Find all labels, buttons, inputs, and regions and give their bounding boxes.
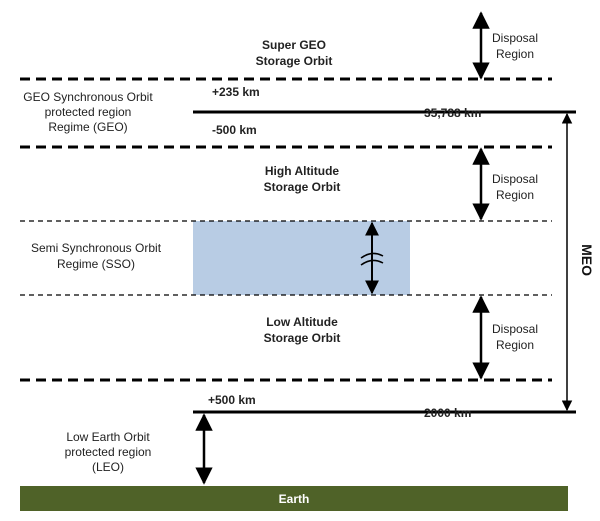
leo-plus-offset: +500 km bbox=[208, 393, 256, 407]
sso-band bbox=[193, 221, 410, 295]
geo-plus-offset: +235 km bbox=[212, 85, 260, 99]
axis-break-icon bbox=[360, 252, 384, 266]
earth-label: Earth bbox=[279, 492, 310, 506]
meo-label: MEO bbox=[579, 244, 595, 276]
geo-altitude-label: 35,788 km bbox=[424, 106, 481, 120]
leo-altitude-label: 2000 km bbox=[424, 406, 471, 420]
geo-minus-offset: -500 km bbox=[212, 123, 257, 137]
earth-bar bbox=[20, 486, 568, 511]
